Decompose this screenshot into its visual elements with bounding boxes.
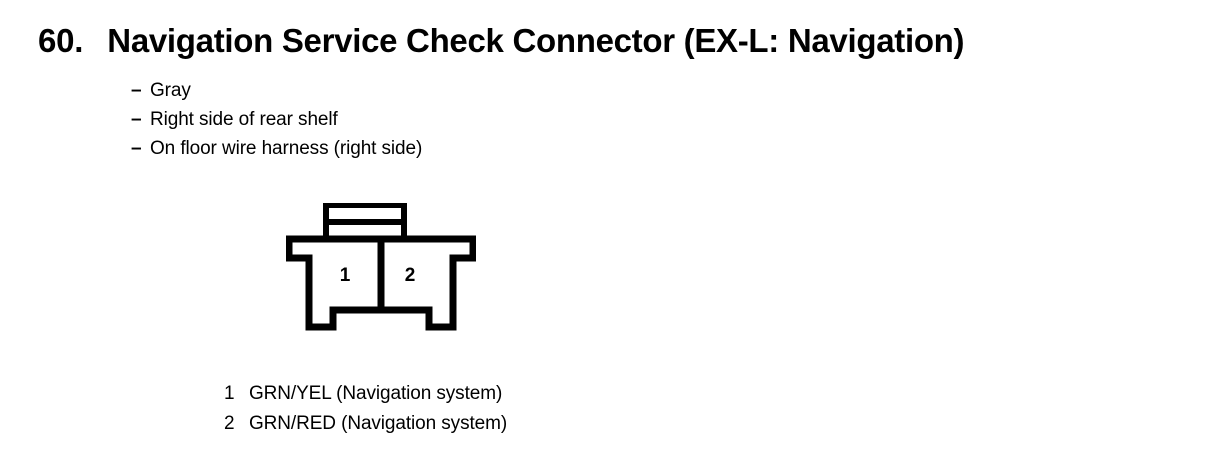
- dash-icon: –: [131, 138, 142, 159]
- page-title: 60. Navigation Service Check Connector (…: [38, 22, 965, 60]
- section-title: Navigation Service Check Connector (EX-L…: [107, 22, 965, 59]
- section-number: 60.: [38, 22, 84, 59]
- legend-pin-description: GRN/RED (Navigation system): [249, 413, 508, 434]
- dash-icon: –: [131, 109, 142, 130]
- locking-tab-icon: [323, 203, 407, 242]
- pin-legend: 1 GRN/YEL (Navigation system) 2 GRN/RED …: [224, 379, 507, 439]
- legend-pin-number: 2: [224, 413, 235, 434]
- dash-icon: –: [131, 80, 142, 101]
- list-item: – Right side of rear shelf: [131, 105, 422, 134]
- list-item-label: On floor wire harness (right side): [150, 138, 423, 159]
- legend-row: 1 GRN/YEL (Navigation system): [224, 379, 507, 409]
- list-item-label: Right side of rear shelf: [150, 109, 338, 130]
- list-item: – On floor wire harness (right side): [131, 134, 422, 163]
- legend-pin-description: GRN/YEL (Navigation system): [249, 383, 503, 404]
- legend-row: 2 GRN/RED (Navigation system): [224, 409, 507, 439]
- pin-number-1: 1: [340, 265, 351, 286]
- connector-diagram: 1 2: [286, 203, 476, 333]
- specification-list: – Gray – Right side of rear shelf – On f…: [131, 76, 422, 163]
- connector-illustration: 1 2: [286, 203, 476, 331]
- list-item: – Gray: [131, 76, 422, 105]
- pin-number-2: 2: [405, 265, 416, 286]
- list-item-label: Gray: [150, 80, 191, 101]
- legend-pin-number: 1: [224, 383, 235, 404]
